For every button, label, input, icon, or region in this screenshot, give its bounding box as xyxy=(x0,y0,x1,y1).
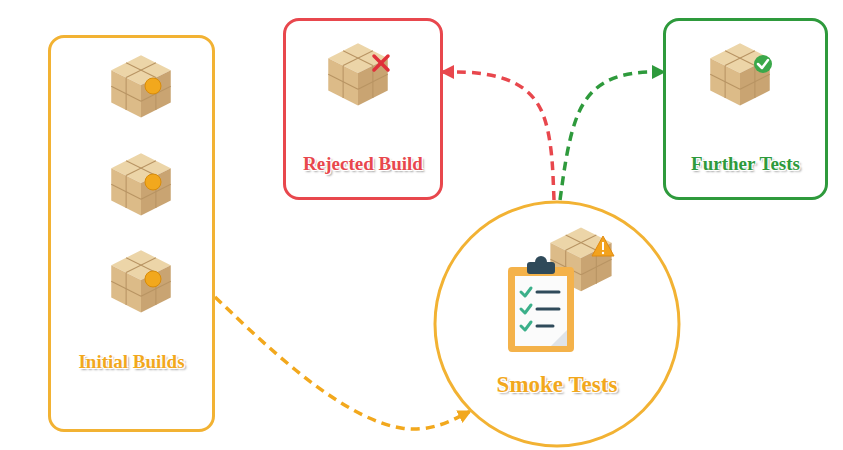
passed-cube xyxy=(710,43,772,105)
build-cube xyxy=(111,55,171,117)
node-label: Smoke Tests xyxy=(497,372,618,398)
dashed-connector xyxy=(215,297,469,429)
smoke-test-circle: Smoke Tests xyxy=(433,200,681,448)
further-tests-box: Further Tests xyxy=(663,18,828,200)
rejected-box: Rejected Build xyxy=(283,18,443,200)
node-label: Rejected Build xyxy=(303,153,423,175)
circle-outline xyxy=(433,200,681,448)
build-cube xyxy=(111,250,171,312)
node-label: Further Tests xyxy=(691,153,800,175)
build-group: Initial Builds xyxy=(48,35,215,432)
build-cube xyxy=(111,153,171,215)
clipboard-icon xyxy=(508,256,574,352)
node-label: Initial Builds xyxy=(78,351,184,373)
dashed-connector xyxy=(443,72,554,200)
dashed-connector xyxy=(560,72,663,200)
rejected-cube xyxy=(328,43,388,105)
